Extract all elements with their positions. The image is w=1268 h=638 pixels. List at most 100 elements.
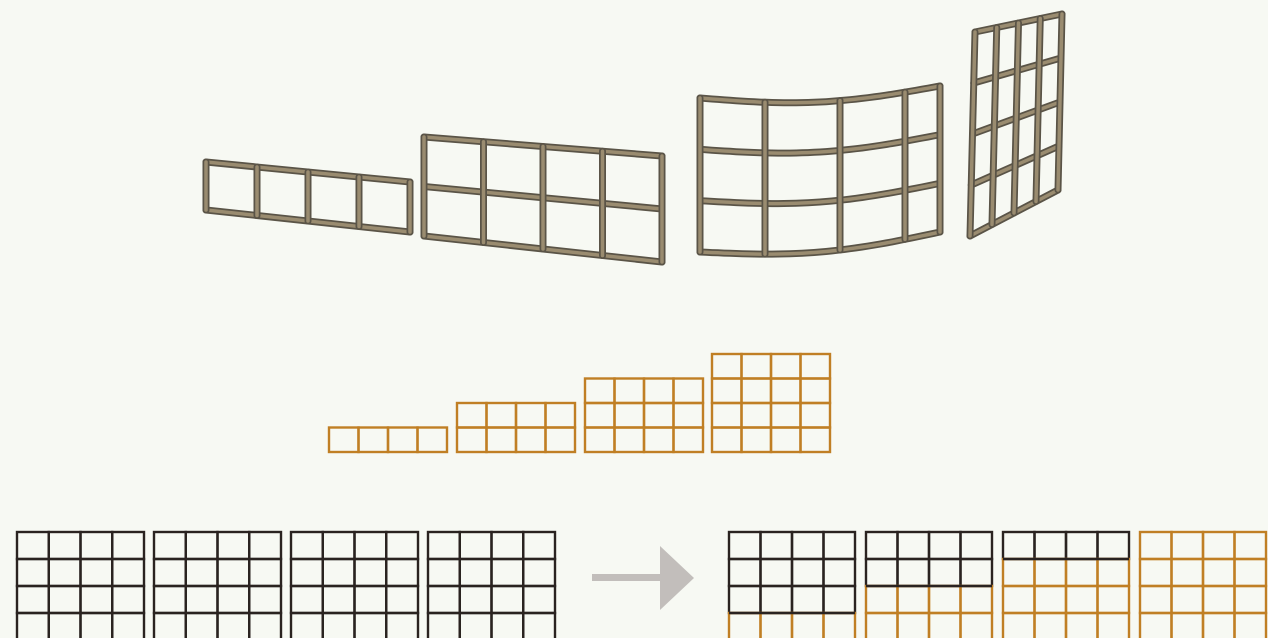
grid-cell [323, 586, 355, 613]
grid-cell [218, 532, 250, 559]
grid-cell [386, 613, 418, 638]
grid-cell [492, 613, 524, 638]
grid-cell [359, 428, 389, 453]
grid-cell [460, 613, 492, 638]
grid-cell [615, 403, 645, 428]
grid-cell [712, 403, 742, 428]
before-grid-3 [291, 532, 418, 638]
grid-cell [355, 613, 387, 638]
grid-cell [81, 559, 113, 586]
grid-cell [428, 532, 460, 559]
grid-cell [1035, 532, 1067, 559]
grid-cell [761, 532, 793, 559]
grid-cell [898, 559, 930, 586]
grid-cell [249, 559, 281, 586]
grid-cell [355, 532, 387, 559]
before-grid-2 [154, 532, 281, 638]
grid-cell [729, 532, 761, 559]
grid-cell [291, 532, 323, 559]
grid-cell [1140, 532, 1172, 559]
grid-cell [674, 428, 704, 453]
grid-cell [729, 586, 761, 613]
grid-cell [1035, 559, 1067, 586]
grid-cell [1098, 613, 1130, 638]
grid-cell [866, 559, 898, 586]
grid-cell [866, 586, 898, 613]
grid-cell [460, 586, 492, 613]
grid-cell [355, 559, 387, 586]
grid-cell [898, 586, 930, 613]
grid-cell [961, 613, 993, 638]
grid-cell [771, 354, 801, 379]
grid-cell [249, 613, 281, 638]
grid-cell [1235, 613, 1267, 638]
grid-cell [729, 613, 761, 638]
perspective-frame-2 [424, 137, 662, 262]
grid-cell [1203, 532, 1235, 559]
grid-cell [1098, 559, 1130, 586]
grid-cell [17, 559, 49, 586]
grid-cell [961, 559, 993, 586]
grid-cell [615, 379, 645, 404]
perspective-frame-3 [700, 86, 940, 254]
grid-cell [1003, 586, 1035, 613]
grid-cell [291, 586, 323, 613]
grid-cell [644, 379, 674, 404]
grid-cell [249, 532, 281, 559]
grid-cell [866, 532, 898, 559]
grid-cell [492, 559, 524, 586]
grid-cell [761, 586, 793, 613]
grid-cell [523, 559, 555, 586]
grid-cell [824, 559, 856, 586]
grid-cell [801, 403, 831, 428]
grid-cell [824, 613, 856, 638]
grid-cell [523, 532, 555, 559]
grid-cell [418, 428, 448, 453]
growth-grid-3 [585, 379, 703, 453]
grid-cell [1098, 586, 1130, 613]
after-grid-3 [1003, 532, 1129, 638]
grid-cell [291, 613, 323, 638]
grid-cell [457, 428, 487, 453]
grid-cell [457, 403, 487, 428]
grid-cell [792, 586, 824, 613]
grid-cell [1140, 613, 1172, 638]
grid-cell [1035, 586, 1067, 613]
grid-cell [49, 532, 81, 559]
grid-cell [1066, 586, 1098, 613]
grid-cell [1235, 532, 1267, 559]
grid-cell [771, 379, 801, 404]
before-grid-row [17, 532, 555, 638]
grid-cell [516, 428, 546, 453]
grid-cell [17, 613, 49, 638]
grid-cell [492, 586, 524, 613]
perspective-frame-1 [206, 162, 410, 232]
grid-cell [792, 559, 824, 586]
grid-cell [742, 403, 772, 428]
grid-cell [585, 403, 615, 428]
grid-cell [428, 613, 460, 638]
grid-cell [792, 613, 824, 638]
grid-cell [742, 428, 772, 453]
grid-cell [323, 532, 355, 559]
growth-grid-row [329, 354, 830, 452]
grid-cell [523, 586, 555, 613]
grid-cell [112, 613, 144, 638]
grid-cell [154, 559, 186, 586]
grid-cell [487, 403, 517, 428]
grid-cell [824, 586, 856, 613]
grid-cell [1140, 586, 1172, 613]
perspective-frame-4 [970, 14, 1062, 236]
grid-cell [824, 532, 856, 559]
grid-cell [487, 428, 517, 453]
grid-cell [929, 532, 961, 559]
grid-cell [898, 532, 930, 559]
grid-cell [1003, 532, 1035, 559]
before-grid-4 [428, 532, 555, 638]
grid-cell [186, 532, 218, 559]
grid-cell [1066, 613, 1098, 638]
grid-cell [329, 428, 359, 453]
grid-cell [1203, 613, 1235, 638]
grid-cell [729, 559, 761, 586]
grid-cell [585, 379, 615, 404]
